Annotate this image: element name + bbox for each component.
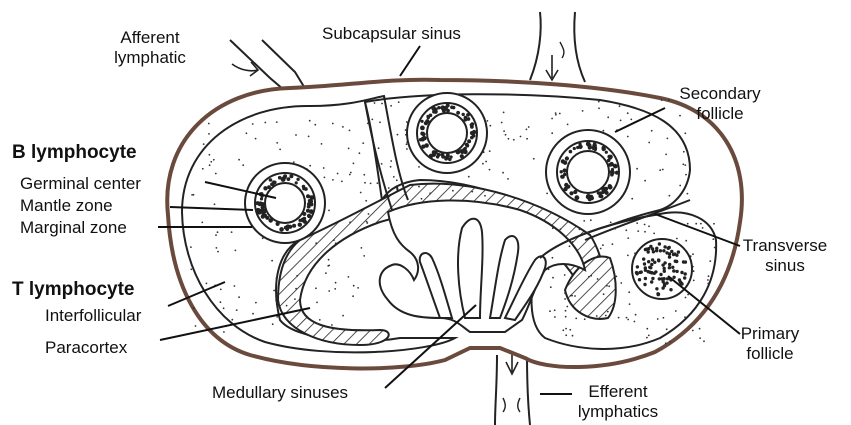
afferent-lymphatic-label-line1: Afferent bbox=[95, 28, 205, 48]
transverse-sinus-label-line2: sinus bbox=[730, 256, 840, 276]
medullary-sinuses-label: Medullary sinuses bbox=[212, 383, 348, 403]
secondary-follicle-label: Secondary follicle bbox=[660, 84, 780, 124]
interfollicular-label: Interfollicular bbox=[45, 306, 141, 326]
primary-follicle-label: Primary follicle bbox=[720, 324, 820, 364]
marginal-zone-label: Marginal zone bbox=[20, 218, 127, 238]
paracortex-label: Paracortex bbox=[45, 338, 127, 358]
secondary-follicle-label-line1: Secondary bbox=[660, 84, 780, 104]
subcapsular-sinus-label: Subcapsular sinus bbox=[322, 24, 461, 44]
secondary-follicle-top bbox=[407, 93, 487, 173]
afferent-lymphatic-vessel-2 bbox=[530, 12, 585, 82]
secondary-follicle-left bbox=[245, 163, 325, 243]
primary-follicle-label-line1: Primary bbox=[720, 324, 820, 344]
efferent-lymphatics-label-line1: Efferent bbox=[568, 382, 668, 402]
afferent-lymphatic-label: Afferent lymphatic bbox=[95, 28, 205, 68]
t-lymphocyte-heading: T lymphocyte bbox=[12, 280, 134, 300]
germinal-center-label: Germinal center bbox=[20, 174, 141, 194]
efferent-lymphatics-label-line2: lymphatics bbox=[568, 402, 668, 422]
b-lymphocyte-heading: B lymphocyte bbox=[12, 143, 137, 163]
transverse-sinus-label-line1: Transverse bbox=[730, 236, 840, 256]
transverse-sinus-label: Transverse sinus bbox=[730, 236, 840, 276]
primary-follicle-label-line2: follicle bbox=[720, 344, 820, 364]
primary-follicle bbox=[632, 239, 692, 299]
afferent-lymphatic-label-line2: lymphatic bbox=[95, 48, 205, 68]
secondary-follicle-label-line2: follicle bbox=[660, 104, 780, 124]
mantle-zone-label: Mantle zone bbox=[20, 196, 113, 216]
efferent-lymphatics-label: Efferent lymphatics bbox=[568, 382, 668, 422]
secondary-follicle-right bbox=[546, 130, 630, 214]
